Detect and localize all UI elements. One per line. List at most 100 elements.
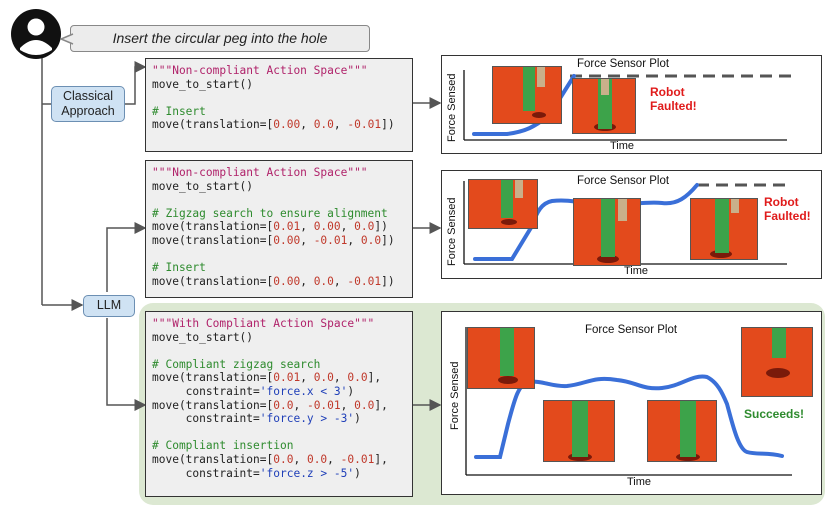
code-line: """With Compliant Action Space""" — [152, 317, 406, 331]
code-line: move(translation=[0.00, -0.01, 0.0]) — [152, 234, 406, 248]
code-token: , — [300, 233, 314, 247]
plot1-title: Force Sensor Plot — [577, 58, 670, 70]
code-token: ]) — [381, 233, 395, 247]
code-token: # Compliant insertion — [152, 439, 294, 453]
code-token: 0.00 — [273, 274, 301, 288]
code-token: ]) — [381, 118, 395, 132]
code-token: 0.0 — [313, 274, 334, 288]
plot2-photo-fault — [690, 198, 758, 260]
code-token: 0.00 — [313, 220, 341, 234]
code-token: ) — [347, 384, 355, 398]
code-line: constraint='force.z > -5') — [152, 467, 406, 481]
plot1-status: Robot Faulted! — [650, 85, 697, 113]
plot3-photo-zigzag-2 — [647, 400, 717, 462]
code-line: move_to_start() — [152, 331, 406, 345]
code-token: move(translation=[ — [152, 118, 274, 132]
code-token: 0.00 — [273, 118, 301, 132]
code-token: 0.00 — [273, 233, 301, 247]
code-token: move(translation=[ — [152, 452, 274, 466]
code-token: # Zigzag search to ensure alignment — [152, 206, 388, 220]
user-avatar-icon — [10, 8, 62, 60]
code-token: ]) — [374, 220, 388, 234]
code-block-llm-noncompliant: """Non-compliant Action Space"""move_to_… — [145, 160, 413, 298]
code-token: move(translation=[ — [152, 274, 274, 288]
code-token: , — [347, 233, 361, 247]
code-token: 0.0 — [360, 233, 382, 247]
code-token: , — [300, 274, 314, 288]
code-line: move(translation=[0.01, 0.0, 0.0], — [152, 371, 406, 385]
code-token: """With Compliant Action Space""" — [152, 317, 375, 330]
code-token: 0.0 — [273, 398, 294, 412]
code-line: # Zigzag search to ensure alignment — [152, 207, 406, 221]
code-line: move(translation=[0.01, 0.00, 0.0]) — [152, 220, 406, 234]
code-line — [152, 426, 406, 440]
code-line: move_to_start() — [152, 78, 406, 92]
code-line — [152, 193, 406, 207]
code-line: move(translation=[0.00, 0.0, -0.01]) — [152, 118, 406, 132]
code-token: -0.01 — [347, 118, 382, 132]
code-token: , — [300, 118, 314, 132]
code-token: 0.0 — [273, 452, 294, 466]
code-block-llm-compliant: """With Compliant Action Space"""move_to… — [145, 311, 413, 497]
plot3-photo-approach — [467, 327, 535, 389]
code-token: move_to_start() — [152, 179, 254, 193]
plot2-title: Force Sensor Plot — [577, 175, 670, 187]
code-token: # Insert — [152, 104, 206, 118]
code-token: move_to_start() — [152, 330, 254, 344]
code-token: move(translation=[ — [152, 220, 274, 234]
plot2-xlabel: Time — [624, 265, 649, 277]
plot3-xlabel: Time — [627, 476, 652, 488]
code-token: 0.0 — [354, 220, 375, 234]
code-token: move(translation=[ — [152, 371, 274, 385]
code-line: move_to_start() — [152, 180, 406, 194]
code-line: # Compliant zigzag search — [152, 358, 406, 372]
code-token: # Compliant zigzag search — [152, 357, 321, 371]
code-token: 0.0 — [313, 118, 334, 132]
code-line: move(translation=[0.00, 0.0, -0.01]) — [152, 275, 406, 289]
code-token: ], — [374, 452, 388, 466]
code-token: move(translation=[ — [152, 233, 274, 247]
code-token: constraint= — [152, 412, 260, 426]
code-token: ]) — [381, 274, 395, 288]
code-line: constraint='force.x < 3') — [152, 385, 406, 399]
plot3-title: Force Sensor Plot — [585, 324, 678, 336]
code-token: , — [327, 452, 341, 466]
code-token: , — [333, 274, 348, 288]
code-token: 0.01 — [273, 371, 301, 385]
code-token: -0.01 — [313, 233, 348, 247]
plot2-photo-approach — [468, 179, 538, 229]
code-line: """Non-compliant Action Space""" — [152, 64, 406, 78]
code-token: , — [300, 371, 314, 385]
code-token: constraint= — [152, 384, 260, 398]
code-token: move_to_start() — [152, 77, 254, 91]
code-token: 0.0 — [313, 371, 334, 385]
code-line: # Insert — [152, 261, 406, 275]
code-token: ) — [354, 412, 361, 426]
code-line: """Non-compliant Action Space""" — [152, 166, 406, 180]
force-plot-3: Force Sensor Plot Force Sensed Time Succ… — [441, 311, 822, 495]
code-token: , — [293, 452, 307, 466]
plot1-photo-approach — [492, 66, 562, 124]
speech-tail-icon — [60, 33, 74, 45]
plot3-photo-inserted — [741, 327, 813, 397]
code-token: -0.01 — [340, 452, 375, 466]
code-token: 'force.y > -3' — [259, 412, 355, 426]
code-token: 'force.x < 3' — [259, 384, 348, 398]
code-token: 0.0 — [347, 371, 368, 385]
code-token: , — [333, 371, 348, 385]
classical-approach-label: Classical Approach — [51, 86, 125, 122]
code-line: constraint='force.y > -3') — [152, 412, 406, 426]
plot1-photo-fault — [572, 78, 636, 134]
plot2-status: Robot Faulted! — [764, 195, 811, 223]
code-token: , — [333, 118, 348, 132]
code-token: constraint= — [152, 466, 260, 480]
user-instruction-bubble: Insert the circular peg into the hole — [70, 25, 370, 52]
code-token: 0.0 — [354, 398, 375, 412]
user-instruction-text: Insert the circular peg into the hole — [112, 30, 328, 46]
code-line: move(translation=[0.0, 0.0, -0.01], — [152, 453, 406, 467]
llm-label: LLM — [83, 295, 135, 317]
code-token: -0.01 — [347, 274, 382, 288]
code-token: -0.01 — [306, 398, 341, 412]
code-line: # Compliant insertion — [152, 439, 406, 453]
